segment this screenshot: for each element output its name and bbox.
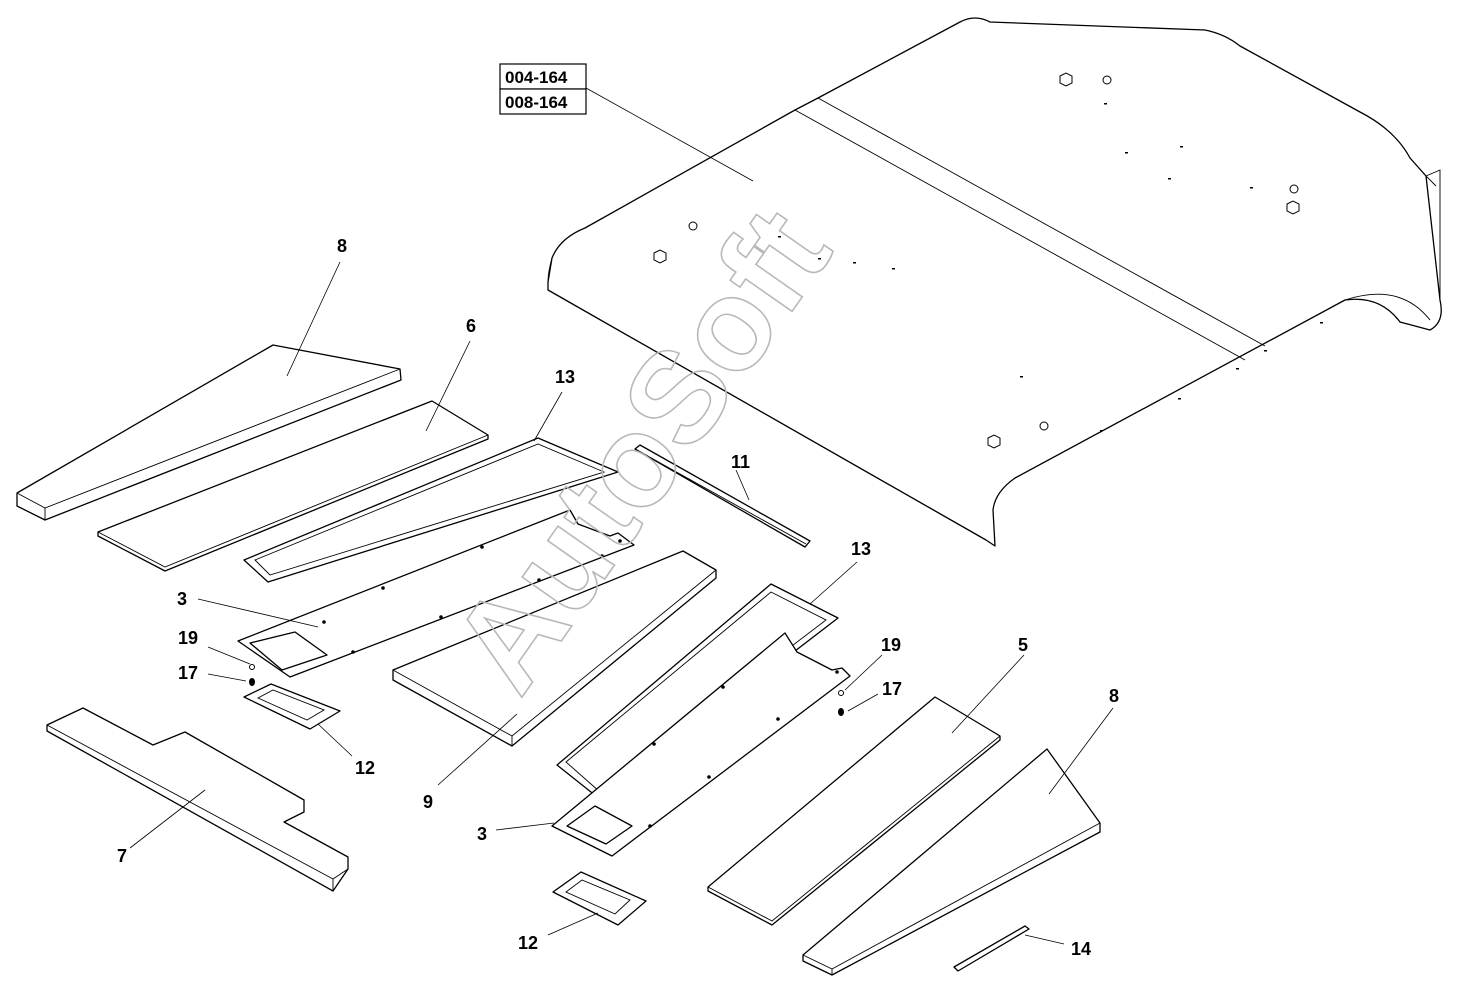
callout-6: 6	[466, 316, 476, 336]
callout-19-left: 19	[178, 628, 198, 648]
callout-12-left: 12	[355, 758, 375, 778]
callout-11: 11	[731, 452, 750, 472]
callout-3-bottom: 3	[477, 824, 487, 844]
part-17-screw-left	[249, 678, 255, 686]
callout-5: 5	[1018, 635, 1028, 655]
leader-lines	[129, 87, 1114, 945]
reference-code-1: 004-164	[505, 68, 568, 87]
part-12-frame-bottom	[552, 871, 647, 926]
roof-marks	[778, 103, 1323, 432]
callout-13-top: 13	[555, 367, 575, 387]
part-9-insulation-block	[392, 550, 717, 747]
part-7-stepped-insulation	[46, 707, 349, 892]
roof-panel	[547, 17, 1442, 547]
callout-12-bottom: 12	[518, 933, 538, 953]
callout-3-left: 3	[177, 589, 187, 609]
part-13-gasket-frame-mid	[556, 583, 839, 801]
part-6-insulation-panel	[97, 400, 489, 572]
roof-nuts	[653, 72, 1300, 449]
callout-17-right: 17	[882, 679, 902, 699]
part-8-insulation-wedge-left	[16, 344, 402, 521]
part-11-sealing-strip	[634, 444, 811, 548]
callout-13-mid: 13	[851, 539, 871, 559]
callout-19-right: 19	[881, 635, 901, 655]
part-12-frame-left	[243, 683, 341, 730]
callout-labels: 8 6 13 11 3 19 17 12 7 9 13 19 17 5 8 3 …	[117, 236, 1119, 959]
callout-9: 9	[423, 792, 433, 812]
callout-17-left: 17	[178, 663, 198, 683]
roof-mounting-holes	[688, 75, 1299, 431]
part-19-washer-right	[838, 690, 844, 696]
reference-code-2: 008-164	[505, 93, 568, 112]
part-3-mounting-plate-bottom	[551, 632, 851, 857]
part-17-screw-right	[838, 708, 844, 716]
part-14-trim-strip	[953, 925, 1030, 972]
callout-7: 7	[117, 846, 127, 866]
callout-14: 14	[1071, 939, 1091, 959]
callout-8-top: 8	[337, 236, 347, 256]
part-5-insulation-panel	[707, 696, 1001, 926]
part-19-washer-left	[249, 664, 255, 670]
part-8-insulation-wedge-right	[802, 748, 1101, 976]
part-3-mounting-plate-left	[237, 509, 635, 678]
callout-8-right: 8	[1109, 686, 1119, 706]
reference-code-box: 004-164 008-164	[499, 63, 587, 115]
part-13-gasket-frame-top	[243, 437, 619, 583]
